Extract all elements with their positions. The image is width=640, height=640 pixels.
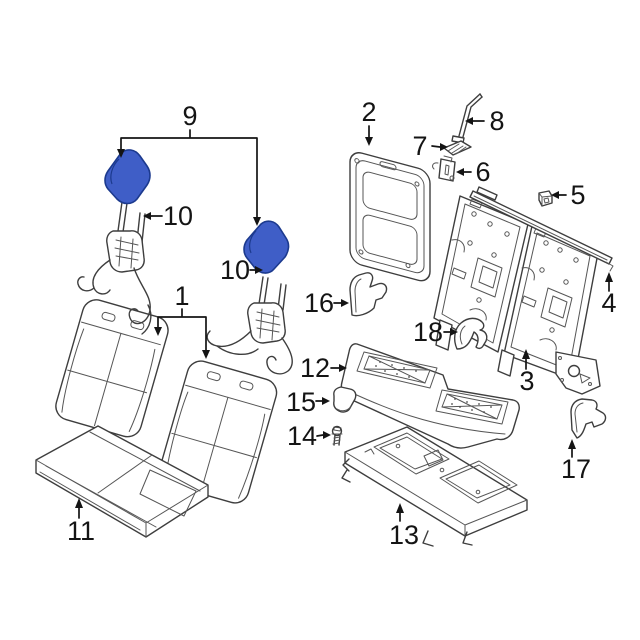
callout-1: 1 [154, 281, 210, 359]
callout-17: 17 [561, 439, 591, 484]
callout-label: 6 [475, 157, 490, 187]
callout-label: 9 [182, 101, 197, 131]
callout-7: 7 [412, 131, 448, 161]
part-clip [538, 190, 553, 207]
part-latch [432, 155, 456, 182]
callout-label: 2 [361, 97, 376, 127]
callout-label: 8 [489, 106, 504, 136]
headrest-right-shape [243, 220, 290, 274]
callout-label: 17 [561, 454, 591, 484]
callout-label: 16 [304, 288, 334, 318]
callout-2: 2 [361, 97, 377, 146]
part-small-pad [333, 386, 357, 413]
callout-6: 6 [456, 157, 491, 187]
callout-13: 13 [389, 503, 419, 550]
headrest-left-bevel [110, 158, 120, 185]
part-headrest-right [243, 220, 290, 274]
callout-8: 8 [465, 106, 505, 136]
headrest-left-shape [104, 149, 151, 205]
callout-15: 15 [286, 387, 330, 417]
part-seat-pan-frame [341, 426, 528, 547]
part-headrest-guide-left [77, 201, 152, 335]
callout-label: 15 [286, 387, 316, 417]
part-seat-bottom-cushion [35, 425, 209, 538]
callout-label: 5 [570, 180, 585, 210]
part-hatched-pad [443, 140, 472, 156]
callout-10-left: 10 [143, 201, 193, 231]
callout-label: 1 [174, 281, 189, 311]
callout-9: 9 [117, 101, 261, 226]
part-rod [451, 93, 483, 144]
callout-label: 18 [413, 317, 443, 347]
part-bracket-cover-right [570, 398, 607, 439]
callout-label: 13 [389, 520, 419, 550]
callout-5: 5 [551, 180, 586, 210]
callout-16: 16 [304, 288, 349, 318]
callout-10-right: 10 [220, 255, 263, 285]
callout-label: 10 [163, 201, 193, 231]
part-seatback-cushion-left [55, 299, 169, 438]
part-seatback-pad [349, 152, 431, 282]
callout-label: 11 [67, 516, 95, 546]
callout-label: 12 [300, 353, 330, 383]
callout-label: 3 [519, 366, 534, 396]
part-headrest-left [104, 149, 151, 205]
callout-label: 7 [412, 131, 427, 161]
callout-11: 11 [67, 498, 95, 546]
part-seat-foam-pad [340, 343, 520, 449]
callout-12: 12 [300, 353, 347, 383]
part-spacer-clip [453, 317, 488, 350]
part-seatback-frame [433, 195, 601, 395]
callout-14: 14 [287, 421, 331, 451]
part-top-rail [469, 186, 614, 272]
callout-4: 4 [601, 272, 617, 318]
part-screw [331, 425, 343, 446]
part-headrest-guide-right [206, 276, 293, 375]
part-bracket-cover-left [349, 272, 388, 317]
callout-label: 10 [220, 255, 250, 285]
callout-label: 14 [287, 421, 317, 451]
callout-3: 3 [519, 349, 535, 396]
headrest-right-bevel [249, 230, 257, 254]
callout-18: 18 [413, 317, 458, 347]
callout-label: 4 [601, 288, 616, 318]
